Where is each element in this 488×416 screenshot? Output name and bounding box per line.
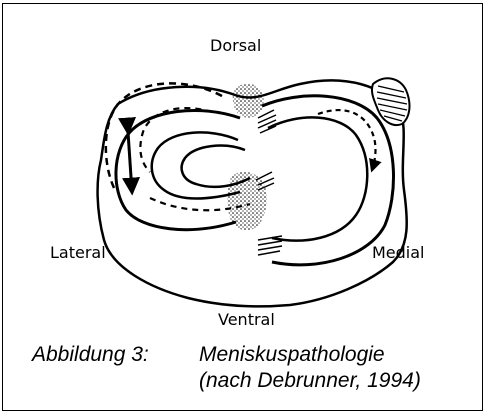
lateral-double-arrow — [128, 132, 132, 192]
lateral-meniscus-outer — [116, 110, 240, 229]
caption-title: Meniskuspathologie — [199, 344, 385, 365]
dashed-path-outer — [106, 83, 222, 190]
stippled-area-ventral — [227, 172, 267, 230]
caption-source: (nach Debrunner, 1994) — [199, 370, 421, 391]
label-medial: Medial — [372, 245, 425, 261]
label-dorsal: Dorsal — [210, 38, 261, 54]
stippled-area-dorsal — [233, 84, 264, 118]
caption-label: Abbildung 3: — [32, 344, 149, 365]
label-lateral: Lateral — [50, 245, 106, 261]
medial-meniscus-inner — [268, 117, 367, 240]
label-ventral: Ventral — [218, 312, 275, 328]
lateral-meniscus-inner — [152, 132, 240, 198]
